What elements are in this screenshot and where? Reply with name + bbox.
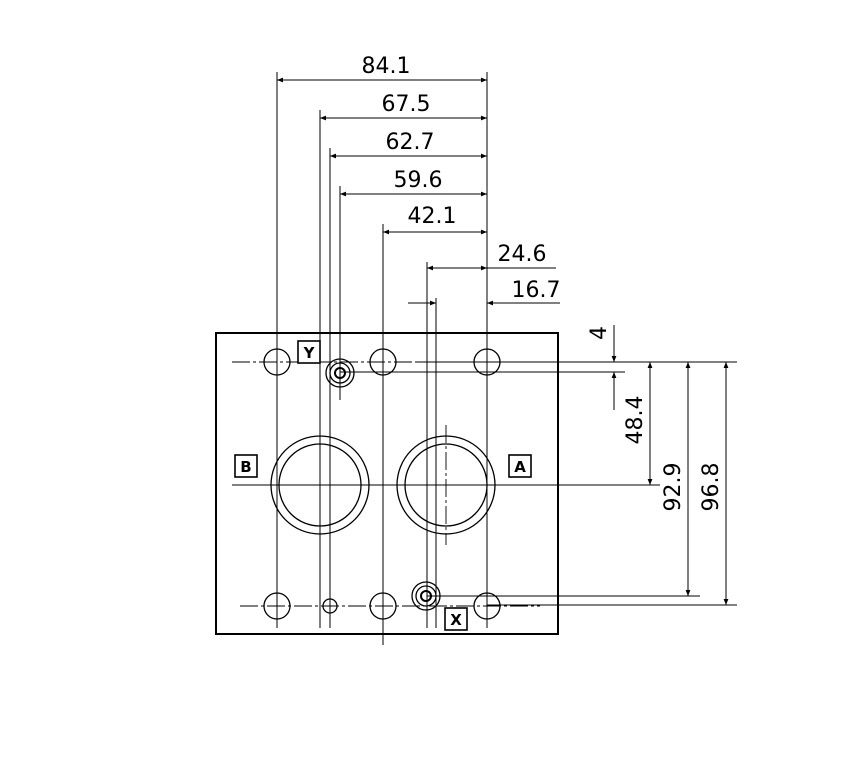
dim-16-7: 16.7 [512, 278, 561, 303]
port-b-label-box [234, 454, 258, 478]
extension-lines [232, 72, 737, 645]
port-a-label: A [514, 458, 526, 476]
dim-62-7: 62.7 [386, 130, 435, 155]
dim-96-8: 96.8 [699, 463, 724, 512]
dim-24-6: 24.6 [498, 242, 547, 267]
port-x-hole [411, 581, 441, 611]
dim-42-1: 42.1 [408, 204, 457, 229]
dim-92-9: 92.9 [661, 463, 686, 512]
port-y-hole [325, 358, 355, 388]
port-x-label: X [450, 611, 462, 629]
dim-67-5: 67.5 [382, 92, 431, 117]
port-y-label-box [297, 340, 321, 364]
port-y-label: Y [303, 344, 316, 362]
dim-48-4: 48.4 [623, 396, 648, 445]
dim-84-1: 84.1 [362, 54, 411, 79]
plate-outline [215, 332, 559, 635]
dim-4: 4 [587, 326, 612, 340]
dim-59-6: 59.6 [394, 168, 443, 193]
vertical-dimension-lines [611, 325, 729, 605]
port-a-bore [396, 425, 496, 545]
horizontal-dimension-lines [277, 77, 560, 306]
mounting-holes [263, 348, 501, 620]
port-x-label-box [444, 607, 468, 631]
port-a-label-box [508, 454, 532, 478]
port-b-bore [270, 425, 370, 545]
port-b-label: B [240, 458, 251, 476]
